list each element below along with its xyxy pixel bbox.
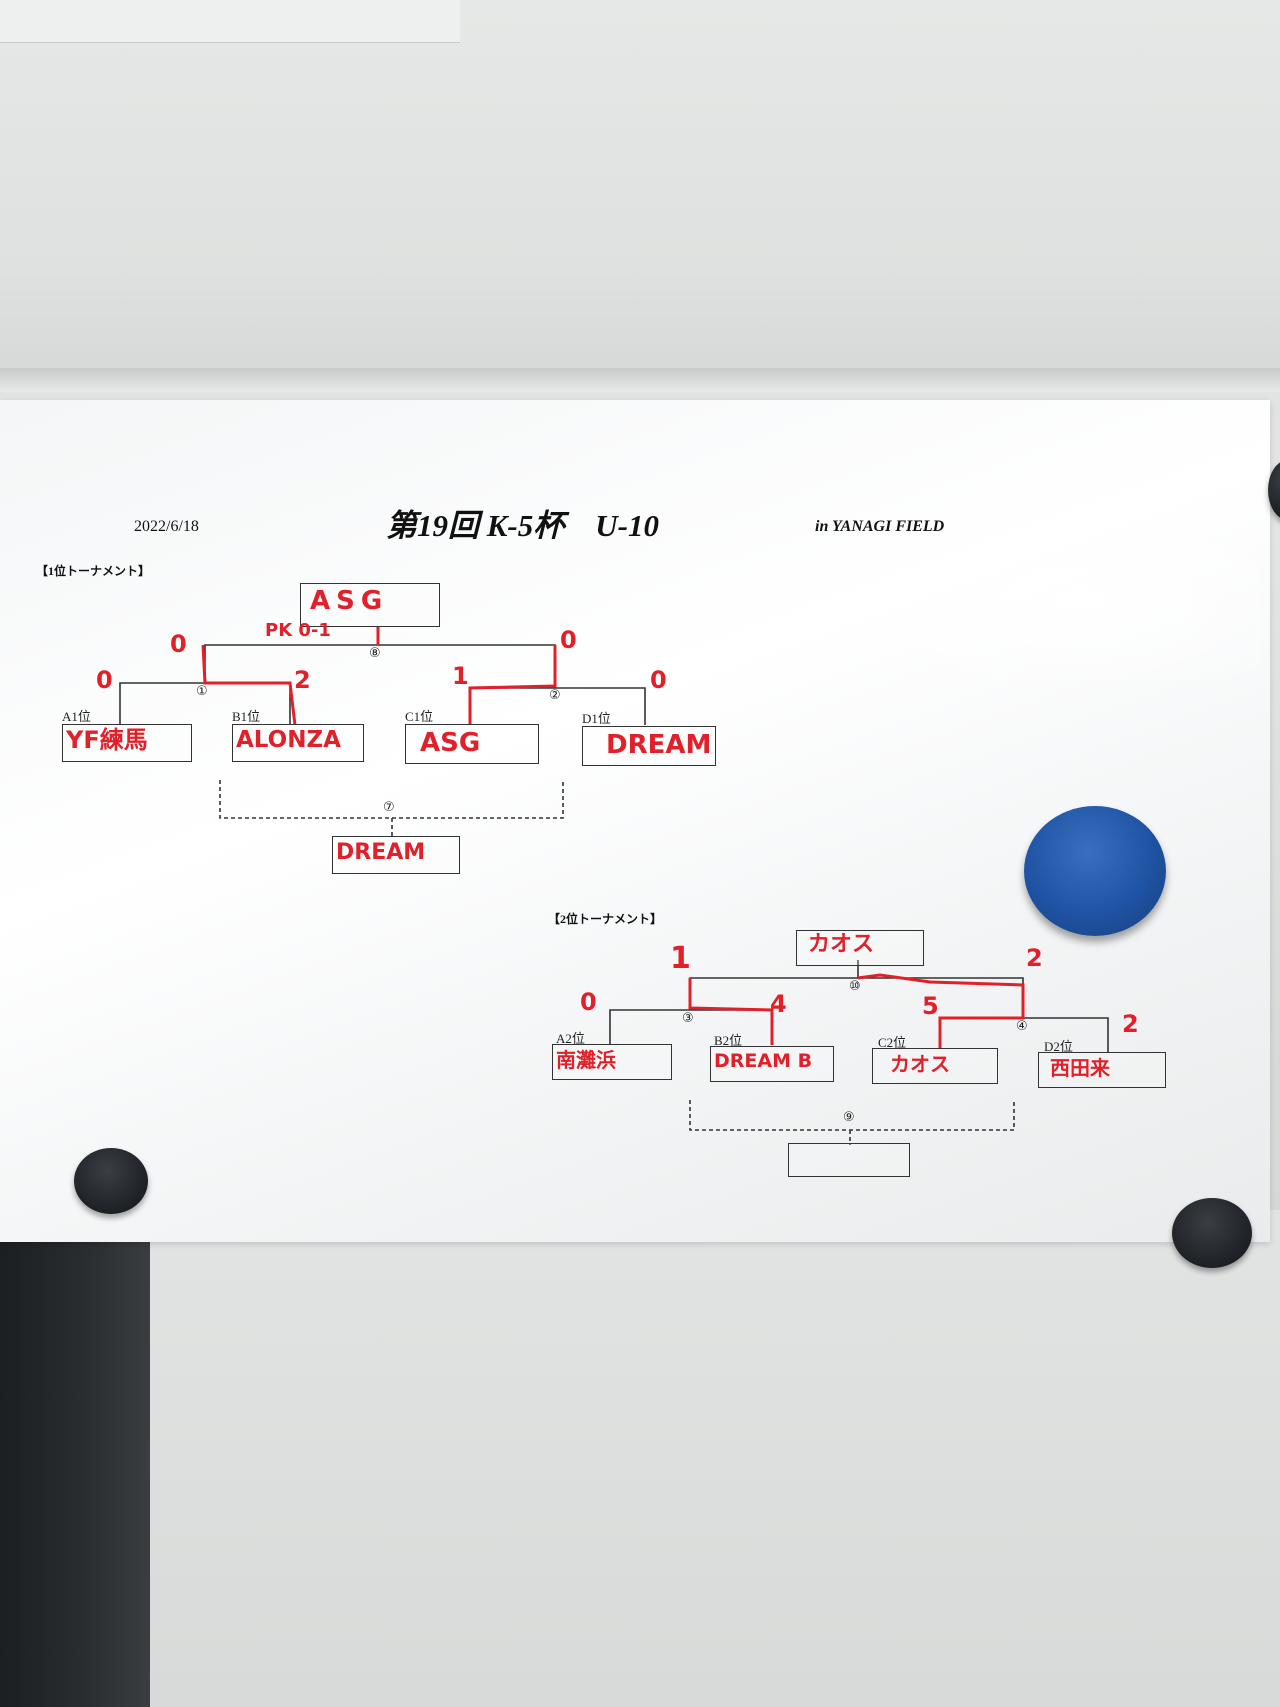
t2-slot-b-pos: B2位 bbox=[714, 1033, 743, 1048]
t1-winner-path bbox=[201, 626, 557, 726]
t1-slot-b-pos: B1位 bbox=[232, 709, 261, 724]
light-glare bbox=[900, 520, 1260, 680]
t2-slot-a-pos: A2位 bbox=[556, 1031, 585, 1046]
blue-magnet bbox=[1024, 806, 1166, 936]
t1-slot-b-team: ALONZA bbox=[236, 727, 341, 753]
t2-third-place-box bbox=[788, 1143, 910, 1177]
t2-slot-d-score: 2 bbox=[1122, 1010, 1139, 1038]
t1-final-score-right: 0 bbox=[560, 626, 577, 654]
t2-slot-c-pos: C2位 bbox=[878, 1035, 907, 1050]
t2-final-match-no: ⑩ bbox=[849, 979, 861, 994]
event-venue: in YANAGI FIELD bbox=[815, 518, 945, 535]
t1-third-match-no: ⑦ bbox=[383, 800, 395, 815]
t1-slot-a-box bbox=[62, 724, 192, 762]
t1-slot-c-team: ASG bbox=[420, 728, 481, 758]
t2-slot-b-team: DREAM B bbox=[714, 1050, 813, 1072]
t2-winner-path bbox=[688, 973, 1025, 1048]
whiteboard-lower-panel bbox=[40, 1210, 1280, 1707]
whiteboard-top bbox=[0, 0, 1280, 385]
t1-slot-b-box bbox=[232, 724, 364, 762]
t2-slot-c-team: カオス bbox=[890, 1052, 950, 1076]
tournament2-label: 【2位トーナメント】 bbox=[548, 912, 663, 926]
t1-slot-d-score: 0 bbox=[650, 666, 667, 694]
t1-slot-c-score: 1 bbox=[452, 662, 469, 690]
t1-semi1-match-no: ① bbox=[196, 684, 208, 699]
tournament1-label: 【1位トーナメント】 bbox=[36, 564, 151, 578]
t1-third-place-team: DREAM bbox=[336, 840, 426, 865]
t1-final-match-no: ⑧ bbox=[369, 646, 381, 661]
t1-third-place-box bbox=[332, 836, 460, 874]
t2-slot-c-box bbox=[872, 1048, 998, 1084]
t2-third-match-no: ⑨ bbox=[843, 1110, 855, 1125]
t2-slot-a-score: 0 bbox=[580, 988, 597, 1016]
t1-slot-d-box bbox=[582, 726, 716, 766]
t1-slot-b-score: 2 bbox=[294, 666, 311, 694]
t1-final-score-left: 0 bbox=[170, 630, 187, 658]
event-title: 第19回 K-5杯 U-10 bbox=[386, 508, 659, 543]
t1-semi2-match-no: ② bbox=[549, 688, 561, 703]
black-magnet-top bbox=[1268, 460, 1280, 520]
t2-final-score-right: 2 bbox=[1026, 944, 1043, 972]
black-magnet-left bbox=[74, 1148, 148, 1214]
t2-winner-name: カオス bbox=[808, 932, 875, 957]
t2-slot-d-pos: D2位 bbox=[1044, 1039, 1073, 1054]
t1-slot-a-team: YF練馬 bbox=[66, 726, 148, 754]
t2-winner-box bbox=[796, 930, 924, 966]
t1-pk-note: PK 0-1 bbox=[265, 620, 331, 641]
t1-slot-d-pos: D1位 bbox=[582, 711, 611, 726]
t2-semi2-match-no: ④ bbox=[1016, 1019, 1028, 1034]
whiteboard-ledge bbox=[0, 368, 1280, 392]
t1-slot-c-box bbox=[405, 724, 539, 764]
t1-slot-a-score: 0 bbox=[96, 666, 113, 694]
t2-slot-d-team: 西田来 bbox=[1050, 1056, 1110, 1080]
t2-slot-b-score: 4 bbox=[770, 990, 787, 1018]
event-date: 2022/6/18 bbox=[134, 518, 199, 535]
t1-winner-name: ASG bbox=[310, 586, 389, 616]
t1-slot-a-pos: A1位 bbox=[62, 709, 91, 724]
t1-slot-d-team: DREAM bbox=[606, 730, 712, 760]
t1-winner-box bbox=[300, 583, 440, 627]
t2-slot-a-box bbox=[552, 1044, 672, 1080]
t2-semi1-match-no: ③ bbox=[682, 1011, 694, 1026]
t2-slot-c-score: 5 bbox=[922, 992, 939, 1020]
t2-final-score-left: 1 bbox=[670, 941, 691, 976]
t2-slot-d-box bbox=[1038, 1052, 1166, 1088]
t2-slot-a-team: 南灘浜 bbox=[556, 1048, 616, 1072]
black-magnet-right bbox=[1172, 1198, 1252, 1268]
t2-slot-b-box bbox=[710, 1046, 834, 1082]
t1-slot-c-pos: C1位 bbox=[405, 709, 434, 724]
paper-edge-top bbox=[0, 0, 460, 43]
